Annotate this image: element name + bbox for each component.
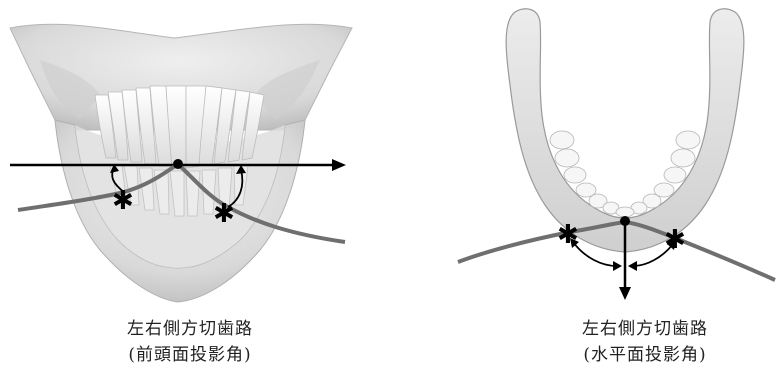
horizontal-projection-figure: ✱ ✱ 左右側方切歯路 (水平面投影角) bbox=[430, 0, 782, 367]
right-asterisk-marker: ✱ bbox=[213, 199, 235, 229]
mandible-occlusal-diagram: ✱ ✱ bbox=[430, 0, 782, 310]
incisor-teeth bbox=[616, 207, 634, 217]
left-asterisk-marker: ✱ bbox=[557, 220, 579, 250]
right-angle-arrowhead bbox=[628, 261, 637, 271]
incisal-point bbox=[173, 159, 183, 169]
frontal-caption-title: 左右側方切歯路 bbox=[80, 316, 300, 342]
frontal-caption-subtitle: (前頭面投影角) bbox=[80, 342, 300, 368]
horizontal-caption-subtitle: (水平面投影角) bbox=[535, 342, 755, 368]
incisal-point bbox=[620, 216, 630, 226]
left-angle-arrowhead bbox=[613, 261, 622, 271]
horizontal-caption: 左右側方切歯路 (水平面投影角) bbox=[535, 316, 755, 368]
frontal-projection-figure: ✱ ✱ 左右側方切歯路 (前頭面投影角) bbox=[0, 0, 400, 367]
upper-teeth bbox=[95, 86, 264, 168]
left-asterisk-marker: ✱ bbox=[112, 186, 134, 216]
axis-arrowhead bbox=[332, 159, 346, 171]
axis-arrowhead bbox=[619, 287, 631, 300]
frontal-caption: 左右側方切歯路 (前頭面投影角) bbox=[80, 316, 300, 368]
right-asterisk-marker: ✱ bbox=[664, 225, 686, 255]
frontal-skull-diagram: ✱ ✱ bbox=[0, 0, 400, 310]
horizontal-caption-title: 左右側方切歯路 bbox=[535, 316, 755, 342]
